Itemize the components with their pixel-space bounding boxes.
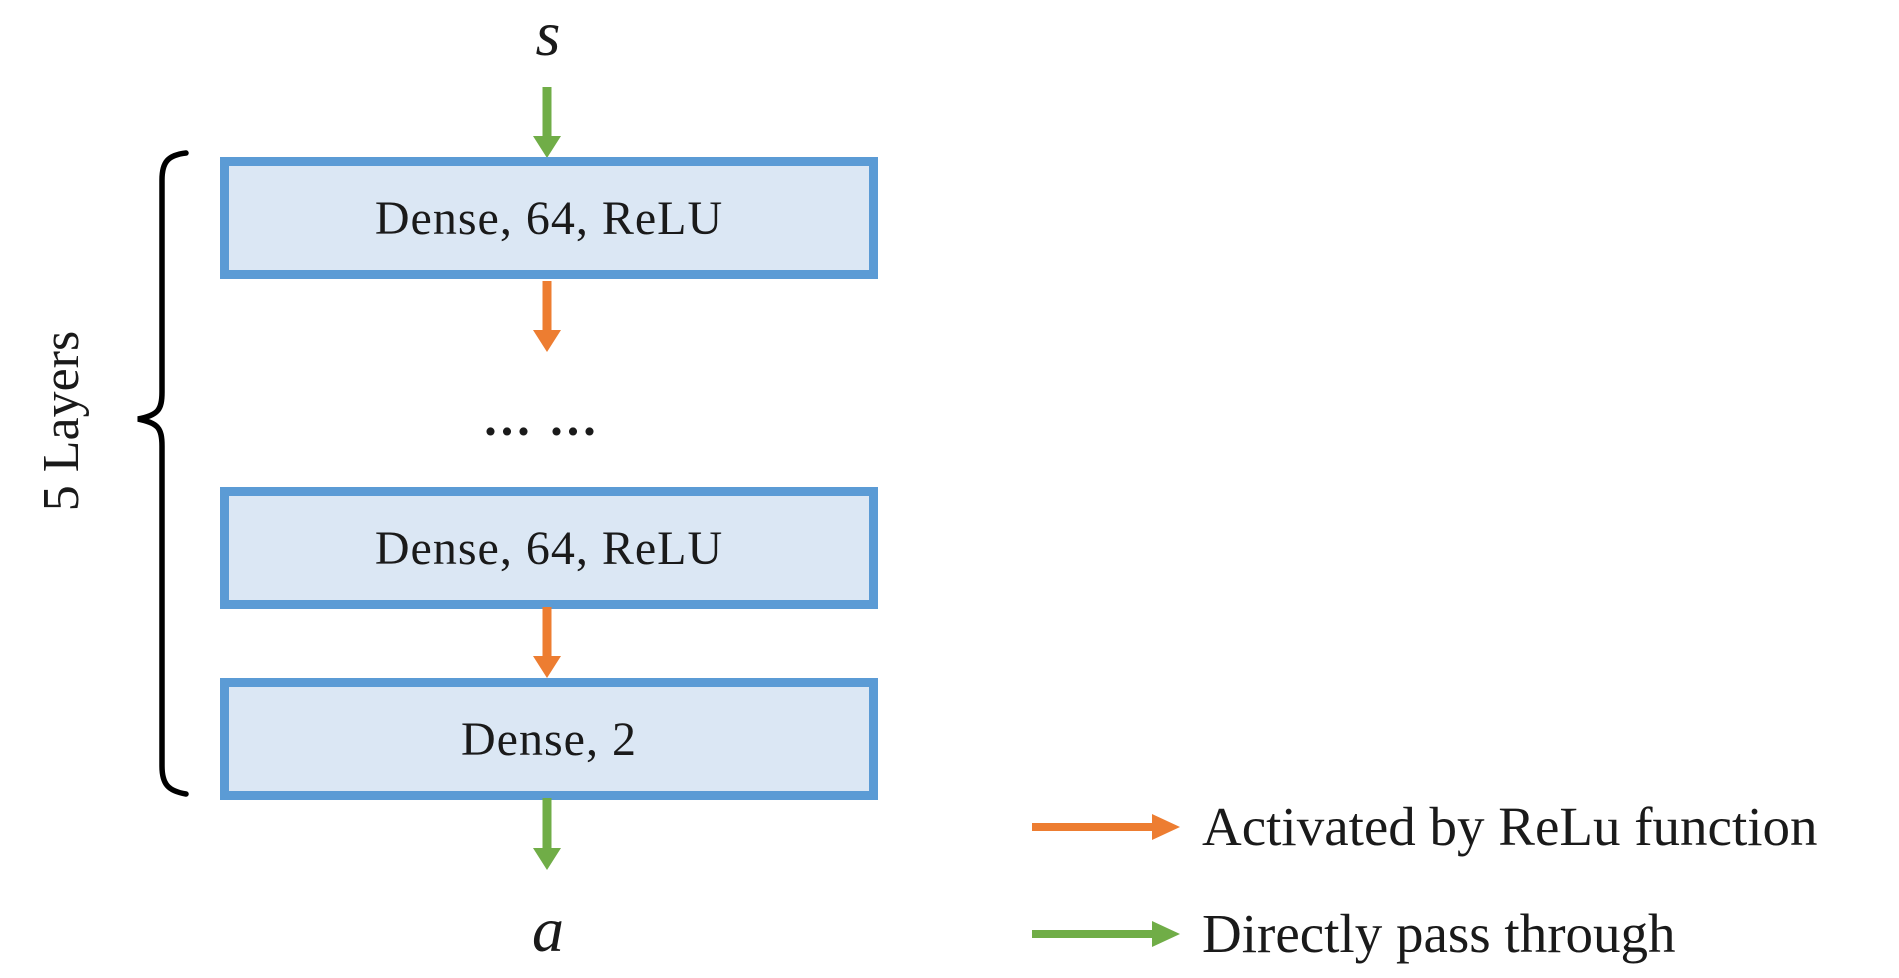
layer-label: Dense, 64, ReLU — [374, 521, 724, 575]
layer-box-dense-64-relu-2: Dense, 64, ReLU — [220, 487, 878, 609]
arrow-right-orange-icon — [1032, 814, 1180, 840]
legend-item-pass-through: Directly pass through — [1030, 902, 1676, 966]
arrow-down-green-output-icon — [533, 798, 561, 870]
arrow-down-green-input-icon — [533, 87, 561, 158]
legend-label: Directly pass through — [1202, 903, 1676, 964]
legend-label: Activated by ReLu function — [1202, 796, 1818, 857]
layer-label: Dense, 64, ReLU — [374, 191, 724, 245]
layer-label: Dense, 2 — [461, 712, 637, 766]
curly-brace-icon — [137, 150, 189, 797]
brace-label: 5 Layers — [33, 330, 90, 512]
arrow-down-orange-icon — [533, 607, 561, 678]
layer-box-dense-64-relu-1: Dense, 64, ReLU — [220, 157, 878, 279]
legend-item-relu: Activated by ReLu function — [1030, 795, 1818, 859]
hidden-layers-ellipsis: ... ... — [484, 390, 600, 446]
arrow-down-orange-icon — [533, 281, 561, 352]
layer-box-dense-2: Dense, 2 — [220, 678, 878, 800]
output-label: a — [532, 894, 564, 965]
input-label: s — [535, 0, 561, 69]
arrow-right-green-icon — [1032, 921, 1180, 947]
